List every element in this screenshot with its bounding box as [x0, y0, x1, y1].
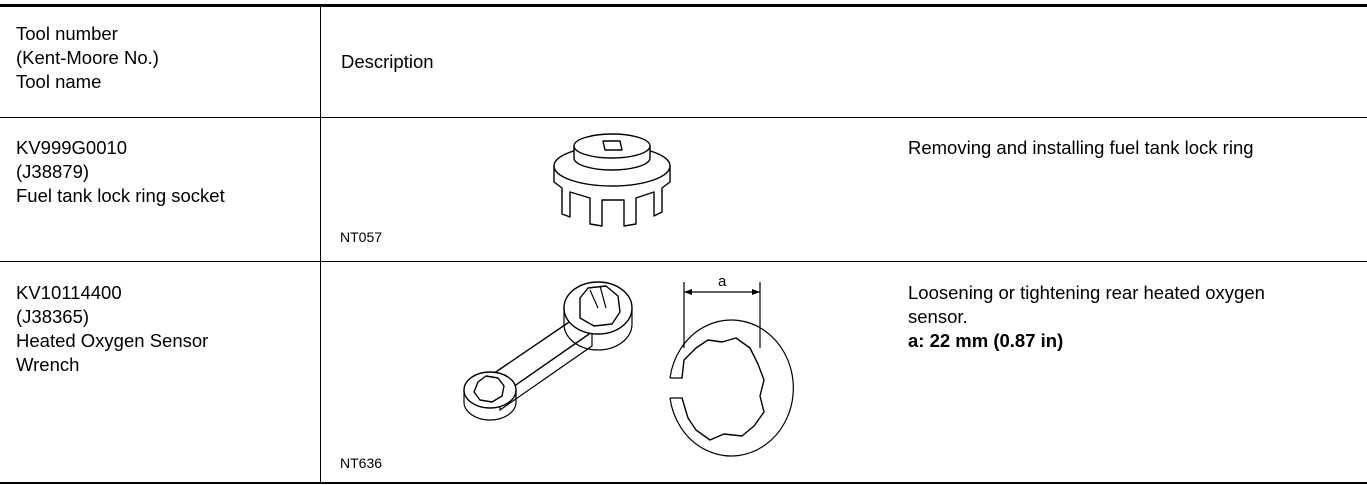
tool-name: Wrench: [16, 354, 80, 375]
figure-code: NT057: [340, 229, 383, 245]
oxygen-sensor-wrench-illustration: a: [463, 273, 794, 457]
table-row-2-tool: KV10114400 (J38365) Heated Oxygen Sensor…: [16, 281, 208, 377]
column-divider: [320, 7, 321, 482]
header-kent-moore: (Kent-Moore No.): [16, 47, 159, 68]
description-line: Loosening or tightening rear heated oxyg…: [908, 282, 1265, 303]
figure-code: NT636: [340, 455, 383, 471]
header-divider: [0, 117, 1367, 118]
header-tool-column: Tool number (Kent-Moore No.) Tool name: [16, 22, 159, 94]
header-description: Description: [341, 51, 434, 72]
tool-name: Heated Oxygen Sensor: [16, 330, 209, 351]
lock-ring-socket-illustration: [553, 133, 671, 227]
tool-number: KV10114400: [16, 282, 122, 303]
table-row-2-description: Loosening or tightening rear heated oxyg…: [908, 281, 1348, 353]
kent-moore-number: (J38365): [16, 306, 90, 327]
table-row-1-tool: KV999G0010 (J38879) Fuel tank lock ring …: [16, 136, 225, 208]
header-tool-number: Tool number: [16, 23, 118, 44]
table-top-rule: [0, 4, 1367, 7]
dimension-note: a: 22 mm (0.87 in): [908, 330, 1064, 351]
header-tool-name: Tool name: [16, 71, 102, 92]
description-line: Removing and installing fuel tank lock r…: [908, 137, 1254, 158]
kent-moore-number: (J38879): [16, 161, 90, 182]
table-row-1-description: Removing and installing fuel tank lock r…: [908, 136, 1348, 160]
tool-number: KV999G0010: [16, 137, 128, 158]
row-divider: [0, 261, 1367, 262]
table-bottom-rule: [0, 482, 1367, 484]
description-line: sensor.: [908, 306, 968, 327]
dimension-label: a: [718, 273, 727, 290]
tool-name: Fuel tank lock ring socket: [16, 185, 225, 206]
